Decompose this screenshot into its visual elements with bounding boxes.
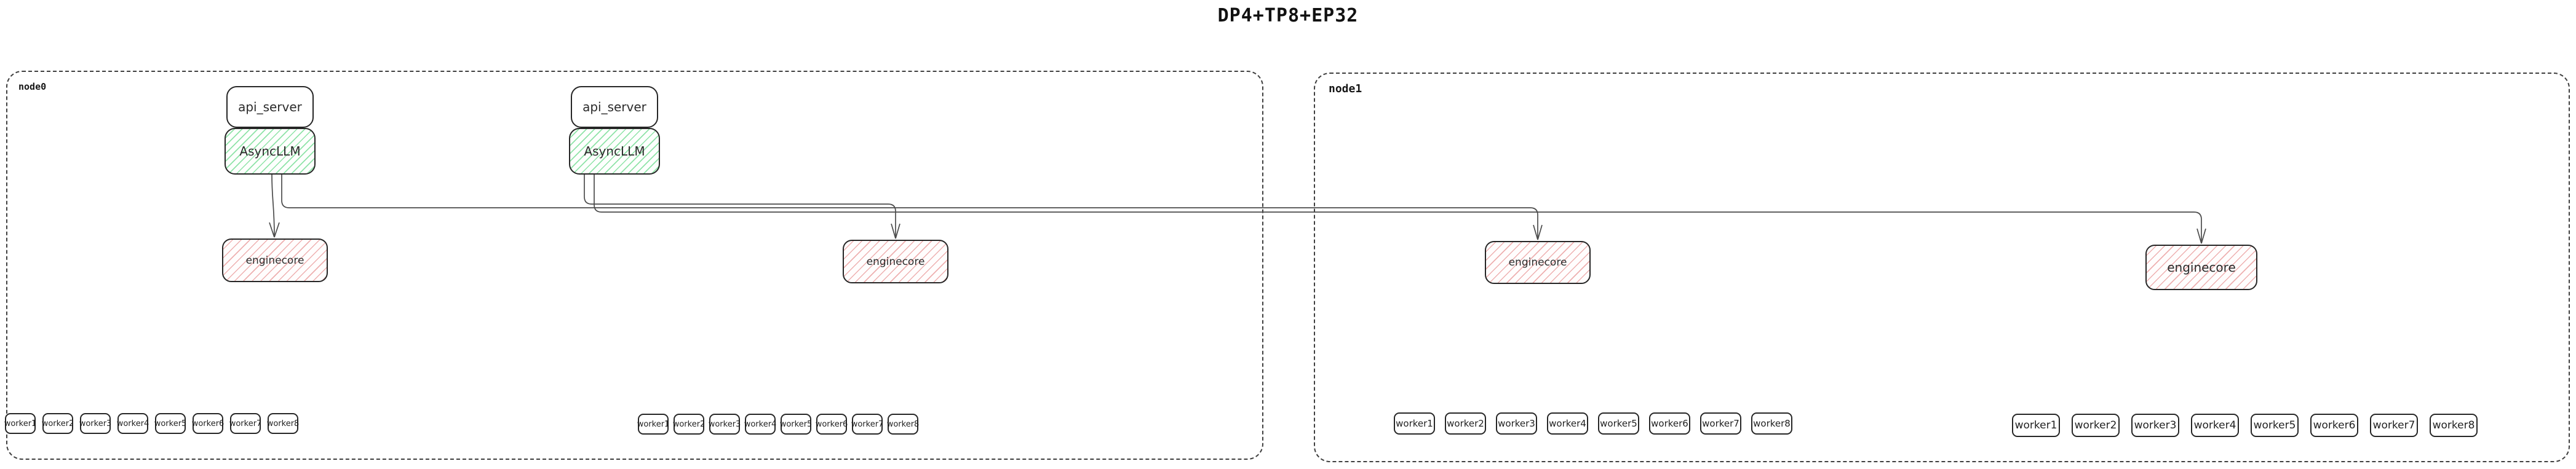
- worker-box: worker3: [2131, 414, 2179, 437]
- enginecore-1-box: enginecore: [222, 238, 328, 282]
- worker-box: worker6: [1649, 412, 1690, 435]
- worker-box: worker6: [192, 413, 224, 434]
- worker-box: worker8: [2430, 414, 2478, 437]
- worker-box: worker1: [637, 414, 669, 435]
- worker-box: worker1: [2012, 414, 2060, 437]
- worker-box: worker7: [2370, 414, 2418, 437]
- worker-box: worker4: [2191, 414, 2239, 437]
- worker-box: worker7: [851, 414, 883, 435]
- worker-box: worker7: [229, 413, 261, 434]
- worker-box: worker4: [1547, 412, 1588, 435]
- worker-box: worker8: [267, 413, 299, 434]
- enginecore-4-box: enginecore: [2145, 245, 2257, 290]
- worker-box: worker4: [744, 414, 776, 435]
- worker-box: worker6: [2310, 414, 2358, 437]
- worker-box: worker5: [1598, 412, 1639, 435]
- node1-label: node1: [1329, 82, 1362, 95]
- worker-box: worker2: [42, 413, 74, 434]
- node0-container: [6, 71, 1263, 460]
- api-server-1-box: api_server: [226, 86, 314, 128]
- worker-box: worker1: [4, 413, 36, 434]
- worker-box: worker7: [1700, 412, 1741, 435]
- worker-box: worker5: [780, 414, 812, 435]
- worker-box: worker2: [673, 414, 705, 435]
- enginecore-3-box: enginecore: [1485, 241, 1591, 284]
- worker-box: worker8: [887, 414, 919, 435]
- worker-box: worker1: [1394, 412, 1435, 435]
- worker-box: worker4: [117, 413, 149, 434]
- worker-box: worker2: [2072, 414, 2120, 437]
- worker-box: worker2: [1445, 412, 1486, 435]
- worker-box: worker3: [709, 414, 741, 435]
- worker-box: worker6: [816, 414, 848, 435]
- enginecore-2-box: enginecore: [843, 240, 948, 283]
- worker-box: worker8: [1751, 412, 1792, 435]
- diagram-title: DP4+TP8+EP32: [1217, 5, 1359, 26]
- asyncllm-2-box: AsyncLLM: [569, 128, 660, 175]
- node1-container: [1314, 73, 2570, 462]
- asyncllm-1-box: AsyncLLM: [225, 128, 316, 175]
- api-server-2-box: api_server: [571, 86, 658, 128]
- worker-box: worker3: [79, 413, 111, 434]
- worker-box: worker3: [1496, 412, 1537, 435]
- node0-label: node0: [18, 81, 47, 92]
- worker-box: worker5: [154, 413, 186, 434]
- worker-box: worker5: [2251, 414, 2299, 437]
